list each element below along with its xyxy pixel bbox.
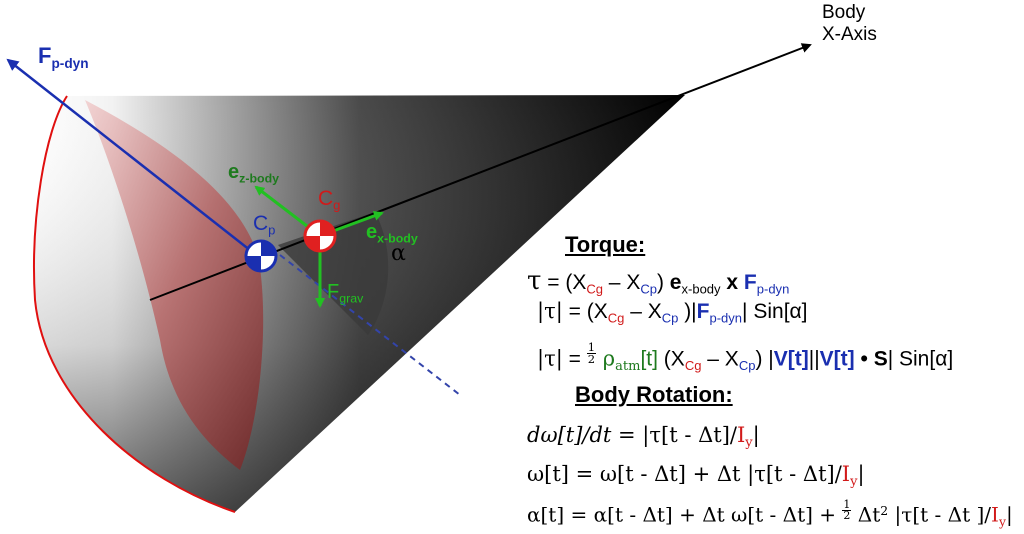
torque-equation-1: τ = (XCg – XCp) ex-body x Fp-dyn (527, 266, 790, 297)
ez-body-label: ez-body (228, 161, 280, 186)
ex-body-label: ex-body (366, 221, 418, 246)
body-rotation-heading: Body Rotation: (575, 382, 733, 407)
alpha-label: α (391, 241, 406, 266)
rotation-equation-2: ω[t] = ω[t - Δt] + Δt |τ[t - Δt]/Iy| (527, 462, 865, 490)
torque-equation-2: |τ| = (XCg – XCp )|Fp-dyn| Sin[α] (537, 299, 808, 326)
cp-marker-icon (244, 239, 278, 273)
rotation-equation-1: dω[t]/dt = |τ[t - Δt]/Iy| (527, 423, 760, 451)
torque-heading: Torque: (565, 232, 646, 257)
cone-base-rim (33, 95, 236, 513)
cross-section-disc (85, 100, 264, 470)
body-axis-label: Body X-Axis (822, 2, 877, 45)
cg-marker-icon (303, 219, 337, 253)
dashed-axis-extension (279, 254, 461, 396)
fp-dyn-label: Fp-dyn (38, 43, 89, 71)
cp-label: Cp (253, 212, 276, 238)
fp-dyn-vector (6, 58, 261, 259)
cg-label: Cg (318, 187, 341, 213)
f-grav-label: Fgrav (327, 281, 364, 306)
